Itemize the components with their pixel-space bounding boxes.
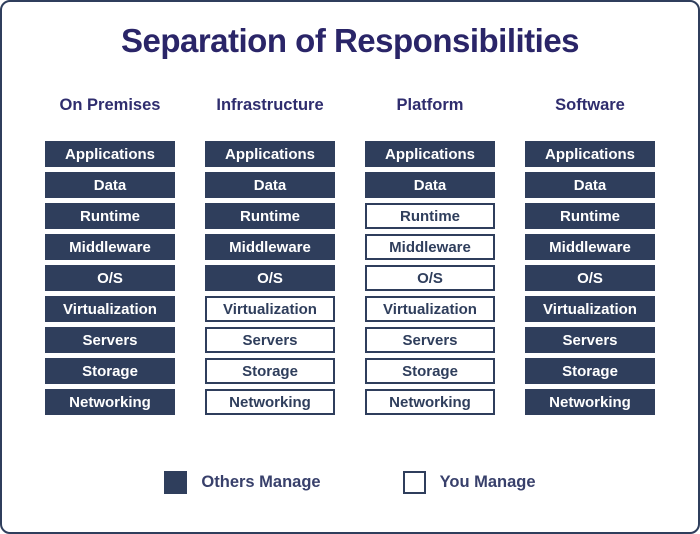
legend-label: Others Manage: [201, 473, 321, 491]
layer-box: O/S: [525, 265, 655, 291]
others-manage-swatch: [164, 471, 188, 494]
layer-box: Networking: [45, 389, 175, 415]
layer-box: Runtime: [45, 203, 175, 229]
layer-box: Applications: [365, 141, 495, 167]
layer-box: Networking: [365, 389, 495, 415]
column-header-on-premises: On Premises: [59, 96, 161, 114]
page-title: Separation of Responsibilities: [120, 22, 580, 59]
layer-box: Servers: [525, 327, 655, 353]
column-header-platform: Platform: [396, 96, 464, 114]
layer-box: Data: [525, 172, 655, 198]
layer-box: Servers: [365, 327, 495, 353]
layer-box: Networking: [525, 389, 655, 415]
legend-label: You Manage: [439, 473, 536, 491]
layer-box: Networking: [205, 389, 335, 415]
layer-box: Runtime: [205, 203, 335, 229]
layer-box: Middleware: [365, 234, 495, 260]
layer-box: Data: [45, 172, 175, 198]
layer-box: Storage: [205, 358, 335, 384]
layer-box: Storage: [525, 358, 655, 384]
layer-box: Data: [365, 172, 495, 198]
layer-box: O/S: [45, 265, 175, 291]
layer-box: Data: [205, 172, 335, 198]
layer-box: Virtualization: [205, 296, 335, 322]
layer-box: Storage: [365, 358, 495, 384]
layer-box: Servers: [205, 327, 335, 353]
layer-box: Runtime: [525, 203, 655, 229]
legend-item: You Manage: [402, 471, 536, 494]
layer-box: Middleware: [525, 234, 655, 260]
layer-box: Middleware: [205, 234, 335, 260]
layer-box: O/S: [205, 265, 335, 291]
layer-box: Virtualization: [525, 296, 655, 322]
layer-box: Applications: [45, 141, 175, 167]
layer-box: Middleware: [45, 234, 175, 260]
layer-box: Servers: [45, 327, 175, 353]
column-header-infrastructure: Infrastructure: [216, 96, 324, 114]
column-header-software: Software: [555, 96, 625, 114]
layer-box: Virtualization: [365, 296, 495, 322]
layer-box: Applications: [525, 141, 655, 167]
legend: Others Manage You Manage: [2, 471, 698, 494]
layer-box: Storage: [45, 358, 175, 384]
layer-box: O/S: [365, 265, 495, 291]
layer-box: Virtualization: [45, 296, 175, 322]
layer-box: Runtime: [365, 203, 495, 229]
layer-box: Applications: [205, 141, 335, 167]
you-manage-swatch: [402, 471, 426, 494]
legend-item: Others Manage: [164, 471, 321, 494]
